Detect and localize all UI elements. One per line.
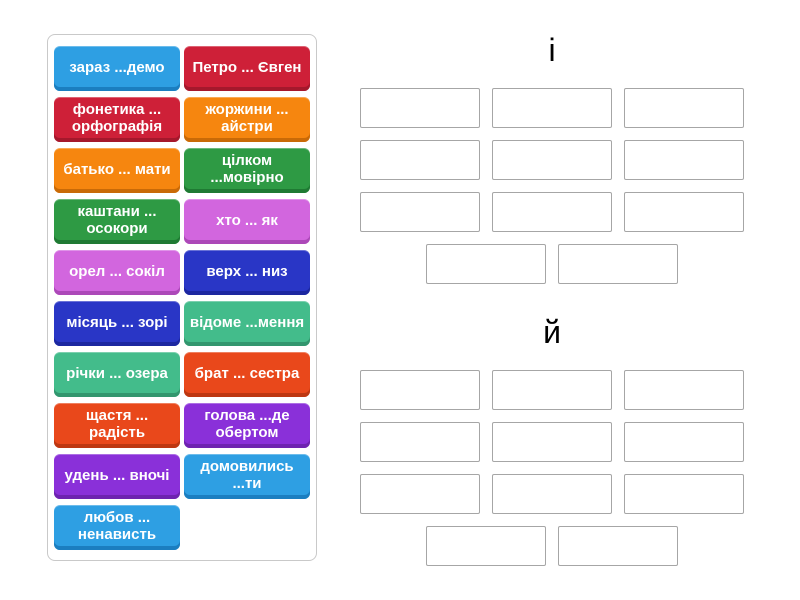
word-bank: зараз ...демо Петро ... Євген фонетика .… — [47, 34, 317, 561]
word-tile[interactable]: голова ...де обертом — [184, 403, 310, 448]
word-tile[interactable]: хто ... як — [184, 199, 310, 244]
drop-slot[interactable] — [360, 140, 480, 180]
drop-slot[interactable] — [492, 474, 612, 514]
word-tile[interactable]: Петро ... Євген — [184, 46, 310, 91]
word-tile[interactable]: зараз ...демо — [54, 46, 180, 91]
group-i-label: і — [548, 32, 556, 68]
word-tile[interactable]: місяць ... зорі — [54, 301, 180, 346]
group-j-label: й — [543, 314, 561, 350]
word-tile[interactable]: щастя ... радість — [54, 403, 180, 448]
drop-slot[interactable] — [558, 244, 678, 284]
drop-slot[interactable] — [558, 526, 678, 566]
drop-slot[interactable] — [624, 192, 744, 232]
group-j: й — [360, 312, 744, 566]
drop-slot[interactable] — [624, 140, 744, 180]
word-tile[interactable]: верх ... низ — [184, 250, 310, 295]
drop-slot[interactable] — [360, 422, 480, 462]
group-j-slots — [360, 370, 744, 566]
drop-slot[interactable] — [360, 474, 480, 514]
drop-slot[interactable] — [492, 88, 612, 128]
drop-slot[interactable] — [360, 88, 480, 128]
drop-slot[interactable] — [492, 422, 612, 462]
drop-slot[interactable] — [426, 244, 546, 284]
word-tile[interactable]: орел ... сокіл — [54, 250, 180, 295]
word-tile[interactable]: брат ... сестра — [184, 352, 310, 397]
drop-slot[interactable] — [492, 192, 612, 232]
word-tile[interactable]: цілком ...мовірно — [184, 148, 310, 193]
word-tile[interactable]: любов ... ненависть — [54, 505, 180, 550]
word-tile[interactable]: удень ... вночі — [54, 454, 180, 499]
word-tile[interactable]: батько ... мати — [54, 148, 180, 193]
word-tile[interactable]: жоржини ... айстри — [184, 97, 310, 142]
word-tile[interactable]: каштани ... осокори — [54, 199, 180, 244]
word-tile[interactable]: відоме ...мення — [184, 301, 310, 346]
word-tile[interactable]: річки ... озера — [54, 352, 180, 397]
drop-slot[interactable] — [360, 370, 480, 410]
drop-slot[interactable] — [492, 370, 612, 410]
drop-slot[interactable] — [624, 88, 744, 128]
drop-slot[interactable] — [426, 526, 546, 566]
group-i-slots — [360, 88, 744, 284]
drop-slot[interactable] — [624, 370, 744, 410]
word-tile[interactable]: фонетика ... орфографія — [54, 97, 180, 142]
drop-slot[interactable] — [360, 192, 480, 232]
word-tile[interactable]: домовились ...ти — [184, 454, 310, 499]
drop-slot[interactable] — [624, 422, 744, 462]
group-i: і — [360, 30, 744, 284]
drop-slot[interactable] — [624, 474, 744, 514]
drop-slot[interactable] — [492, 140, 612, 180]
